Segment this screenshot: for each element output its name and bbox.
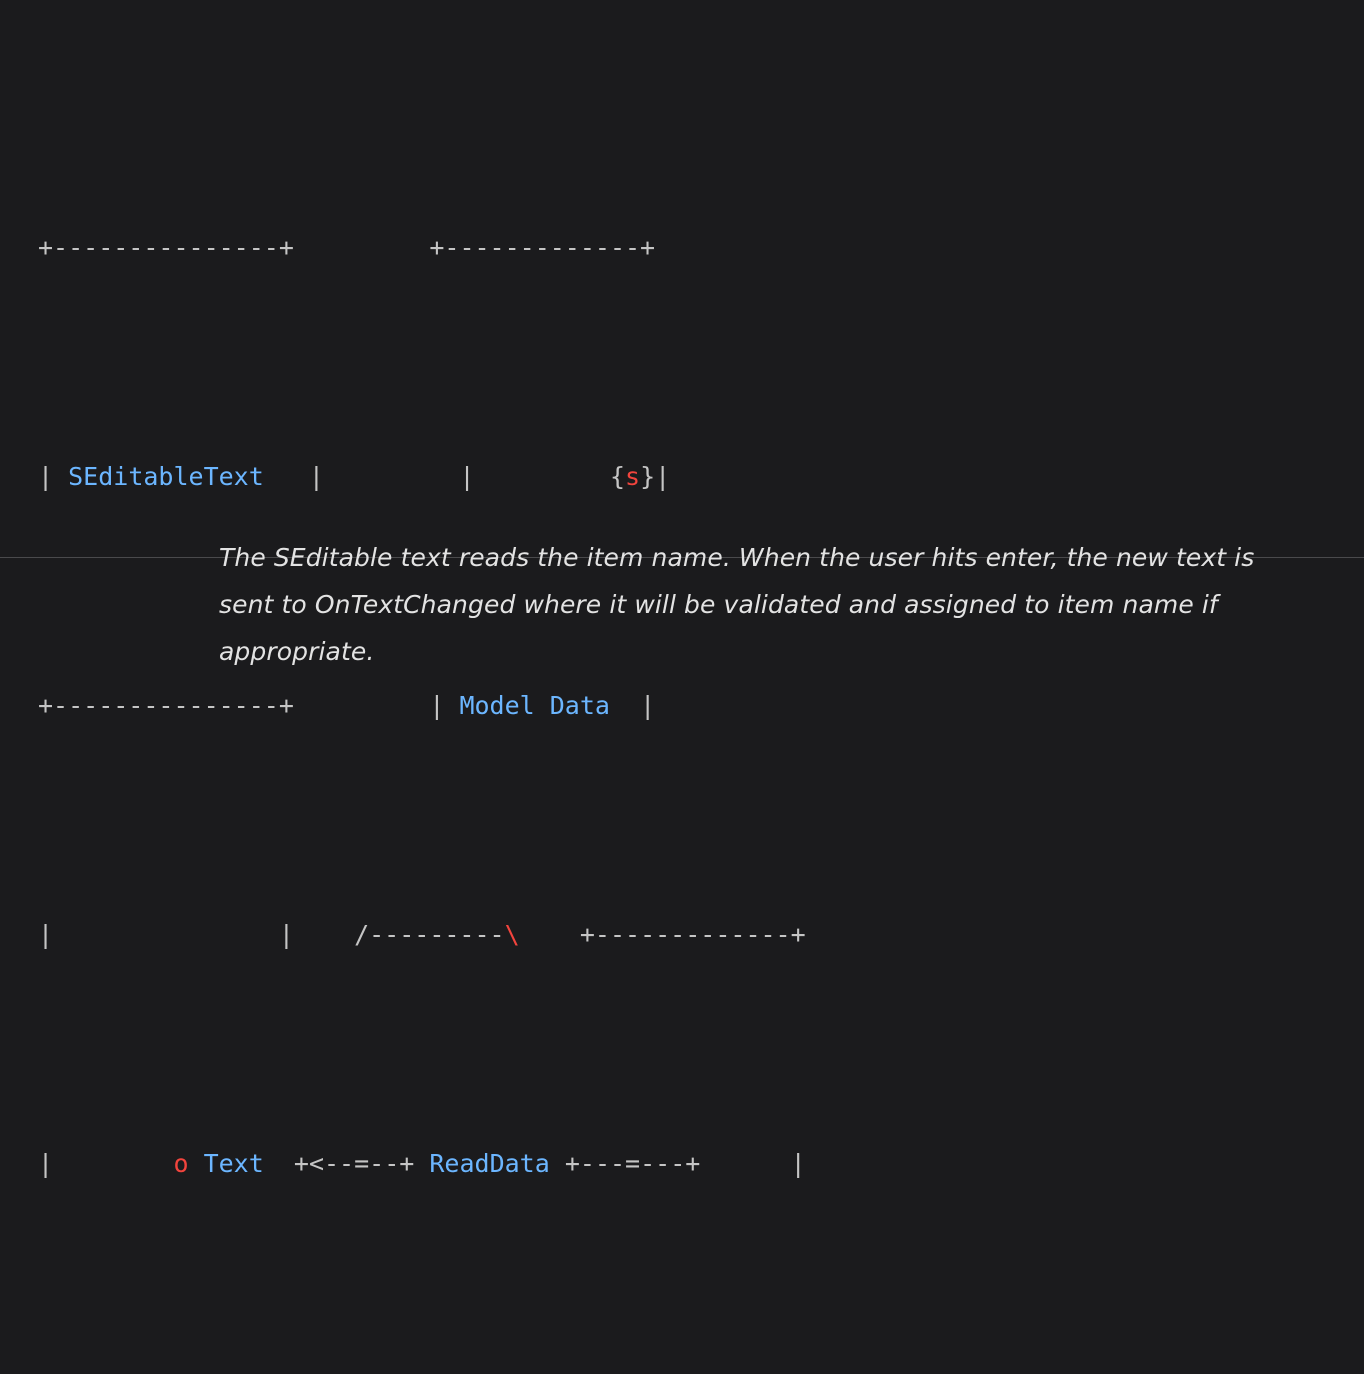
left-box-edge: | [38, 462, 69, 492]
diagram-row-4: | | /---------\ +-------------+ [38, 912, 881, 958]
diagram-row-6: | | \---------/ | item name | [38, 1370, 881, 1374]
diagram-row-5: | o Text +<--=--+ ReadData +---=---+ | [38, 1141, 881, 1187]
gutter-spacer [294, 691, 429, 720]
port-label-text: Text [188, 1149, 264, 1179]
diagram-caption: The SEditable text reads the item name. … [219, 543, 1255, 666]
right-box-header-separator: +-------------+ [579, 920, 806, 950]
right-box-edge: | [609, 691, 656, 721]
horizontal-divider [0, 557, 1364, 558]
badge-open-brace: { [609, 462, 626, 492]
left-box-edge: + [263, 1149, 309, 1179]
status-badge: s [625, 462, 641, 492]
left-box-edge: | [38, 1149, 174, 1179]
gutter-spacer [294, 233, 429, 262]
gutter-spacer [520, 920, 580, 949]
readdata-balloon-top-right: \ [504, 920, 520, 950]
badge-close-brace: } [640, 462, 656, 492]
diagram-row-1: +---------------+ +-------------+ [38, 225, 881, 271]
right-box-edge: | [655, 462, 671, 492]
readdata-label: ReadData [429, 1149, 550, 1179]
right-box-edge: | [790, 1149, 806, 1179]
gutter-spacer [700, 1149, 790, 1178]
left-box-title-separator: +---------------+ [38, 691, 294, 721]
left-box-title: SEditableText [68, 462, 264, 492]
right-box-title: Model Data [459, 691, 610, 721]
left-box-edge: | [263, 462, 324, 492]
ascii-diagram: +---------------+ +-------------+ | SEdi… [38, 42, 881, 1374]
left-box-edge: | | [38, 920, 355, 950]
port-marker-icon: o [173, 1149, 189, 1179]
readdata-arrow-right: +---=---+ [549, 1149, 701, 1179]
right-box-edge: | [459, 462, 610, 492]
gutter-spacer [324, 462, 459, 491]
readdata-arrow-left: <--=--+ [308, 1149, 430, 1179]
diagram-row-3: +---------------+ | Model Data | [38, 683, 881, 729]
diagram-row-2: | SEditableText | | {s}| [38, 454, 881, 500]
readdata-balloon-top-left: /--------- [354, 920, 505, 950]
right-box-edge: | [429, 691, 460, 721]
left-box-top-border: +---------------+ [38, 233, 294, 263]
right-box-top-border: +-------------+ [429, 233, 656, 263]
